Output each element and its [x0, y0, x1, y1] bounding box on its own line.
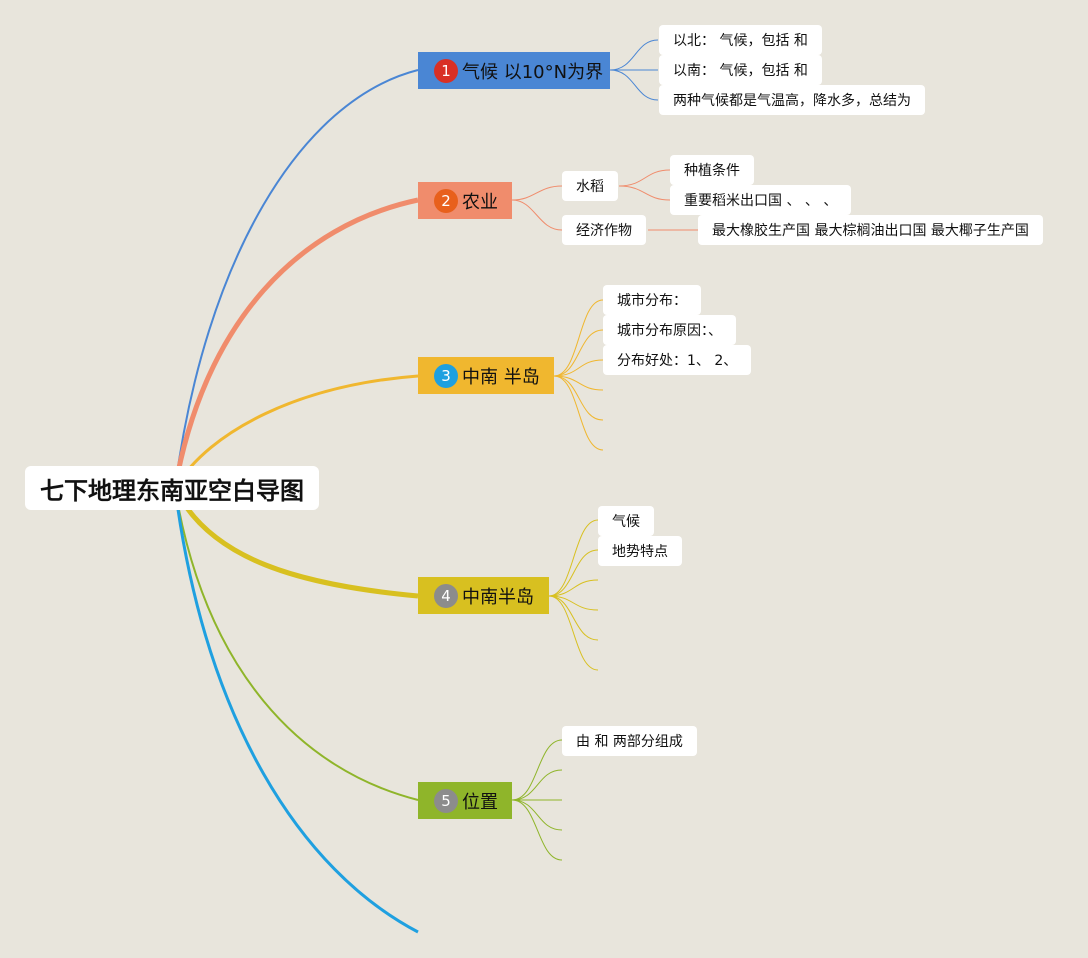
connector-3-4	[553, 375, 604, 391]
branch-4-label: 中南半岛	[462, 586, 534, 608]
connector-4-6	[548, 595, 599, 671]
connector-3-2	[553, 329, 604, 377]
connector-2-1-2	[618, 185, 671, 201]
connector-branch-4	[172, 486, 419, 599]
number-badge-5: 5	[434, 788, 458, 813]
sub-2-rice[interactable]: 水稻	[562, 171, 618, 201]
connector-2-2	[511, 199, 563, 231]
connector-3-3	[553, 359, 604, 377]
connector-4-2	[548, 549, 599, 597]
branch-1-label: 气候 以10°N为界	[462, 61, 604, 83]
connector-4-5	[548, 595, 599, 641]
leaf-3-3[interactable]: 分布好处：1、 2、	[603, 345, 752, 375]
leaf-3-2[interactable]: 城市分布原因：、	[603, 315, 736, 345]
branch-4-peninsula[interactable]: 4 中南半岛	[418, 577, 549, 614]
sub-2-cash-crops[interactable]: 经济作物	[562, 215, 646, 245]
leaf-1-2[interactable]: 以南： 气候，包括 和	[659, 55, 822, 85]
connector-1-1	[609, 39, 659, 71]
leaf-4-1[interactable]: 气候	[598, 506, 654, 536]
connector-3-6	[553, 375, 604, 451]
branch-3-peninsula[interactable]: 3 中南 半岛	[418, 357, 554, 394]
connector-5-1	[511, 739, 563, 801]
number-badge-2: 2	[434, 188, 458, 213]
connector-branch-2	[172, 197, 419, 489]
connector-branch-1	[174, 69, 419, 489]
connector-1-3	[609, 69, 659, 101]
branch-1-climate[interactable]: 1 气候 以10°N为界	[418, 52, 610, 89]
branch-2-agriculture[interactable]: 2 农业	[418, 182, 512, 219]
connector-4-3	[548, 579, 599, 597]
leaf-2-1-1[interactable]: 种植条件	[670, 155, 754, 185]
root-topic[interactable]: 七下地理东南亚空白导图	[25, 466, 319, 510]
connector-branch-extra	[173, 487, 419, 934]
connector-3-5	[553, 375, 604, 421]
number-badge-4: 4	[434, 583, 458, 608]
connector-5-4	[511, 799, 563, 831]
connector-branch-5	[174, 487, 419, 801]
branch-2-label: 农业	[462, 191, 498, 213]
leaf-2-1-2[interactable]: 重要稻米出口国 、 、 、	[670, 185, 852, 215]
branch-5-location[interactable]: 5 位置	[418, 782, 512, 819]
connector-2-1	[511, 185, 563, 201]
number-badge-1: 1	[434, 58, 458, 83]
connector-4-1	[548, 519, 599, 597]
leaf-1-1[interactable]: 以北： 气候，包括 和	[659, 25, 822, 55]
leaf-4-2[interactable]: 地势特点	[598, 536, 682, 566]
branch-3-label: 中南 半岛	[462, 366, 540, 388]
leaf-1-3[interactable]: 两种气候都是气温高，降水多，总结为	[659, 85, 925, 115]
number-badge-3: 3	[434, 363, 458, 388]
leaf-5-1[interactable]: 由 和 两部分组成	[562, 726, 697, 756]
connector-2-1-1	[618, 169, 671, 187]
connector-4-4	[548, 595, 599, 611]
leaf-2-2-1[interactable]: 最大橡胶生产国 最大棕榈油出口国 最大椰子生产国	[698, 215, 1043, 245]
leaf-3-1[interactable]: 城市分布：	[603, 285, 701, 315]
branch-5-label: 位置	[462, 791, 498, 813]
connector-5-2	[511, 769, 563, 801]
connector-3-1	[553, 299, 604, 377]
connector-5-5	[511, 799, 563, 861]
